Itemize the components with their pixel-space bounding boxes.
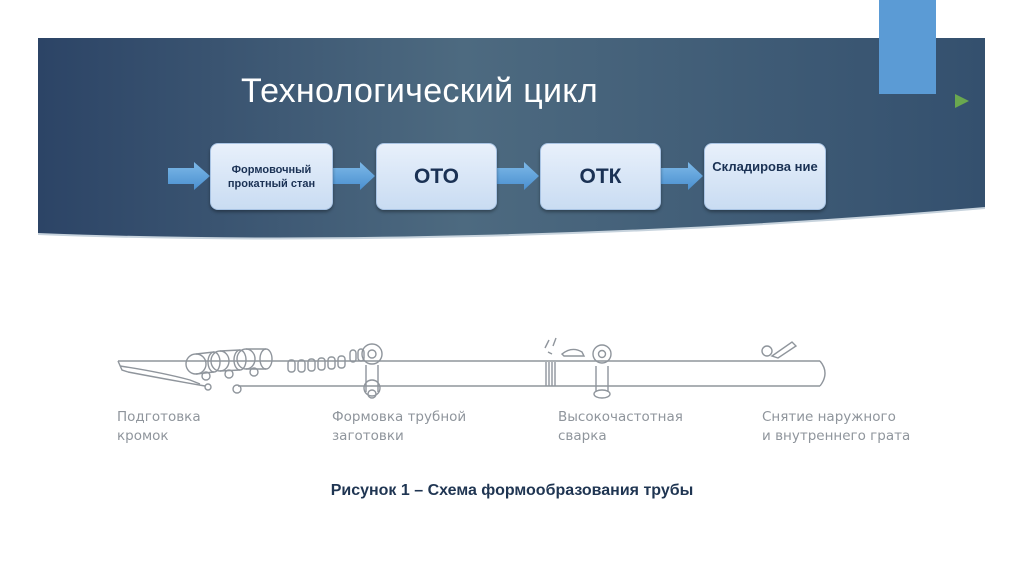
- right-arrow-icon[interactable]: [954, 93, 970, 109]
- banner-wave-decoration: [38, 207, 985, 266]
- title-banner: [38, 38, 985, 266]
- stage-label-forming: Формовка трубной заготовки: [332, 409, 467, 444]
- figure-caption: Рисунок 1 – Схема формообразования трубы: [330, 482, 694, 499]
- flow-step-oto: ОТО: [376, 143, 497, 210]
- flow-step-otk: ОТК: [540, 143, 661, 210]
- page-title: Технологический цикл: [241, 72, 598, 110]
- cutter-icon: [761, 341, 798, 359]
- roller-icon: [185, 351, 221, 381]
- welding-spark-icon: [544, 337, 586, 357]
- flow-step-storage: Складирова ние: [704, 143, 826, 210]
- stage-label-edge-prep: Подготовка кромок: [117, 409, 201, 444]
- accent-bar: [879, 0, 936, 94]
- flow-step-forming-mill: Формовочный прокатный стан: [210, 143, 333, 210]
- stage-label-deburring: Снятие наружного и внутреннего грата: [762, 409, 911, 444]
- stage-label-welding: Высокочастотная сварка: [558, 409, 683, 444]
